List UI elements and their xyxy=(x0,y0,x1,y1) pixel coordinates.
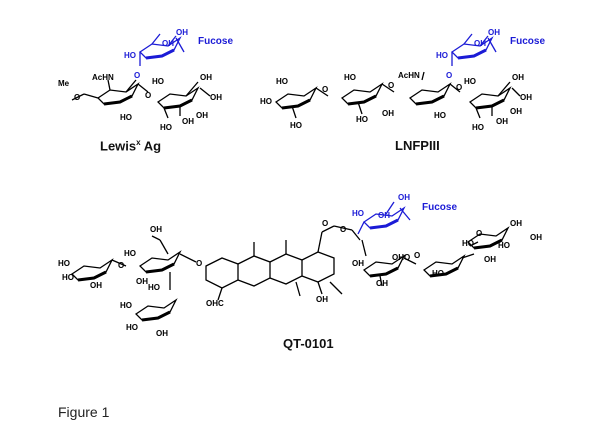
lnfpiii-structure: HO OH OH O Fucose HO HO HO O xyxy=(260,28,545,132)
lewis-x-methyl: Me xyxy=(58,79,70,88)
lnfpiii-ho2: HO xyxy=(260,97,272,106)
lewis-x-glcnac-ring xyxy=(71,79,149,106)
qt0101-o3: O xyxy=(322,219,328,228)
qt0101-name: QT-0101 xyxy=(283,336,334,351)
lnfpiii-ho1: HO xyxy=(276,77,288,86)
qt0101-oh2: OH xyxy=(136,277,148,286)
lnfpiii-o3: O xyxy=(456,83,462,92)
lnfpiii-oh3: OH xyxy=(520,93,532,102)
qt0101-ho5: HO xyxy=(120,301,132,310)
qt0101-ho9: HO xyxy=(498,241,510,250)
lewis-x-fucose-o: O xyxy=(134,71,140,80)
lnfpiii-o2: O xyxy=(388,81,394,90)
qt0101-fucose-ring xyxy=(357,201,411,235)
lnfpiii-rings xyxy=(274,71,521,119)
qt0101-structure: HO OH OH Fucose OH HO HO OH O HO OH HO H… xyxy=(58,193,542,338)
qt0101-left-sugars xyxy=(70,235,197,322)
lnfpiii-fucose-ho: HO xyxy=(436,51,448,60)
qt0101-oh5: OH xyxy=(352,259,364,268)
lnfpiii-ho8: HO xyxy=(434,111,446,120)
lewis-x-gal-oh4: OH xyxy=(196,111,208,120)
lnfpiii-oh5: OH xyxy=(510,107,522,116)
qt0101-ho3: HO xyxy=(124,249,136,258)
qt0101-cooh: OH xyxy=(150,225,162,234)
lnfpiii-o1: O xyxy=(322,85,328,94)
qt0101-fucose-oh: OH xyxy=(398,193,410,202)
lewis-x-o2: O xyxy=(145,91,151,100)
qt0101-o4: O xyxy=(340,225,346,234)
lewis-x-gal-oh3: OH xyxy=(182,117,194,126)
qt0101-oh9: OH xyxy=(530,233,542,242)
qt0101-oh4: OH xyxy=(316,295,328,304)
lnfpiii-fucose-oh: OH xyxy=(488,28,500,37)
qt0101-o6: O xyxy=(476,229,482,238)
lnfpiii-ho5: HO xyxy=(356,115,368,124)
qt0101-ho1: HO xyxy=(58,259,70,268)
lewis-x-fucose-oh: OH xyxy=(176,28,188,37)
lnfpiii-ho6: HO xyxy=(464,77,476,86)
lnfpiii-oh4: OH xyxy=(496,117,508,126)
qt0101-ho7: HO xyxy=(432,269,444,278)
lewis-x-glc-ho: HO xyxy=(120,113,132,122)
qt0101-oh8: OH xyxy=(510,219,522,228)
lnfpiii-fucose-ring xyxy=(450,33,497,66)
lewis-x-fucose-oh2: OH xyxy=(162,39,174,48)
qt0101-oh6: OH xyxy=(376,279,388,288)
lnfpiii-oh1: OH xyxy=(382,109,394,118)
lewis-x-o1: O xyxy=(74,93,80,102)
lewis-x-name-sup: x xyxy=(136,138,141,147)
lewis-x-gal-oh1: OH xyxy=(200,73,212,82)
qt0101-ho2: HO xyxy=(62,273,74,282)
lnfpiii-ho4: HO xyxy=(344,73,356,82)
lewis-x-gal-oh2: OH xyxy=(210,93,222,102)
lewis-x-gal-ho2: HO xyxy=(160,123,172,132)
lewis-x-name-main: Lewis xyxy=(100,138,137,154)
qt0101-ohc: OHC xyxy=(206,299,224,308)
lnfpiii-ho7: HO xyxy=(472,123,484,132)
qt0101-ho8: HO xyxy=(462,239,474,248)
qt0101-oh7: OH xyxy=(484,255,496,264)
lewis-x-fucose-ho: HO xyxy=(124,51,136,60)
lnfpiii-achn: AcHN xyxy=(398,71,420,80)
qt0101-oh1: OH xyxy=(90,281,102,290)
qt0101-fucose-label: Fucose xyxy=(422,202,457,213)
lewis-x-fucose-ring xyxy=(138,33,185,66)
lewis-x-name-tail: Ag xyxy=(140,138,162,154)
lewis-x-fucose-label: Fucose xyxy=(198,36,233,47)
qt0101-fucose-ho: HO xyxy=(352,209,364,218)
qt0101-fucose-oh2: OH xyxy=(378,211,390,220)
lnfpiii-fucose-oh2: OH xyxy=(474,39,486,48)
qt0101-ho4: HO xyxy=(148,283,160,292)
lewis-x-name: Lewisx Ag xyxy=(100,138,161,153)
lnfpiii-ho3: HO xyxy=(290,121,302,130)
qt0101-oho: OHO xyxy=(392,253,410,262)
qt0101-o2: O xyxy=(196,259,202,268)
lnfpiii-name: LNFPIII xyxy=(395,138,440,153)
lewis-x-structure: HO OH OH O Fucose Me O AcHN O xyxy=(58,28,233,132)
qt0101-oh3: OH xyxy=(156,329,168,338)
lewis-x-gal-ring xyxy=(156,81,211,119)
lewis-x-gal-ho: HO xyxy=(152,77,164,86)
lnfpiii-fucose-label: Fucose xyxy=(510,36,545,47)
qt0101-o5: O xyxy=(414,251,420,260)
lewis-x-achn: AcHN xyxy=(92,73,114,82)
lnfpiii-oh2: OH xyxy=(512,73,524,82)
lnfpiii-fucose-o: O xyxy=(446,71,452,80)
qt0101-right-sugars xyxy=(361,226,510,287)
qt0101-o1: O xyxy=(118,261,124,270)
qt0101-aglycone xyxy=(205,225,361,301)
qt0101-ho6: HO xyxy=(126,323,138,332)
figure-caption: Figure 1 xyxy=(58,404,110,420)
